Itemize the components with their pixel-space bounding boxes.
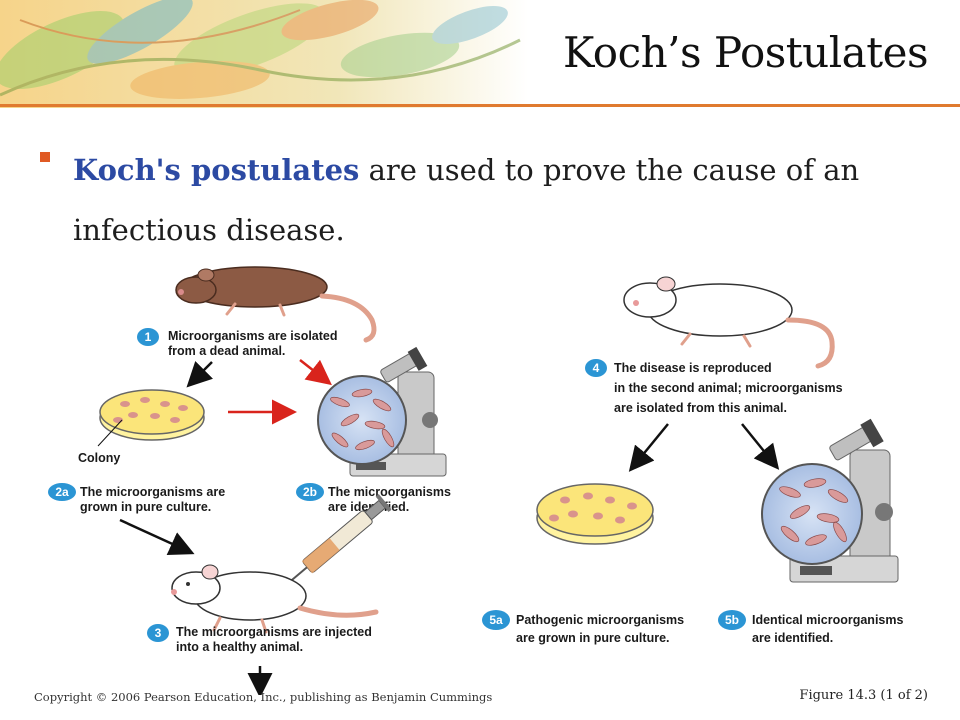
step-5b-line-2: are identified. [752,631,833,645]
header-banner [0,0,960,108]
step-2a-line-2: grown in pure culture. [80,500,211,514]
bullet-text: Koch's postulates are used to prove the … [73,140,930,260]
step-5b-line-1: Identical microorganisms [752,613,903,627]
petri-dish-icon [99,389,205,441]
mouse-dead-icon [175,266,377,343]
step-5b: 5b Identical microorganisms are identifi… [718,610,903,645]
colony-pointer [97,419,123,447]
step-1-line-1: Microorganisms are isolated [168,329,338,343]
step-4-line-2: in the second animal; microorganisms [614,381,843,395]
bullet-term: Koch's postulates [73,153,360,187]
step-4-badge: 4 [593,361,600,375]
step-5b-badge: 5b [725,613,739,627]
step-5a: 5a Pathogenic microorganisms are grown i… [482,610,684,645]
step-5a-badge: 5a [489,613,503,627]
title-divider [0,104,960,107]
syringe-icon [281,494,392,589]
kochs-postulates-figure: 1 Microorganisms are isolated from a dea… [0,255,960,695]
step-5a-line-1: Pathogenic microorganisms [516,613,684,627]
step-3: 3 The microorganisms are injected into a… [147,624,372,654]
step-4: 4 The disease is reproduced in the secon… [585,359,843,415]
step-2b: 2b The microorganisms are identified. [296,483,451,514]
arrow-to-culture-2 [628,423,669,472]
step-3-badge: 3 [155,626,162,640]
step-1-badge: 1 [145,330,152,344]
step-2a-line-1: The microorganisms are [80,485,225,499]
step-5a-line-2: are grown in pure culture. [516,631,670,645]
copyright-footer: Copyright © 2006 Pearson Education, Inc.… [34,690,493,704]
step-1: 1 Microorganisms are isolated from a dea… [137,328,338,358]
mouse-sick-icon [623,276,835,369]
arrow-to-microscope-2 [741,423,780,470]
bullet-rest: are used to prove the cause of an infect… [73,153,860,247]
step-3-line-2: into a healthy animal. [176,640,303,654]
mouse-healthy-icon [171,564,379,634]
step-4-line-3: are isolated from this animal. [614,401,787,415]
microscope-icon [761,418,899,583]
arrow-to-microscope-red [299,359,332,386]
petri-dish-icon [536,483,654,545]
bullet-square-icon [40,152,50,162]
step-2b-badge: 2b [303,485,317,499]
microscope-icon [317,346,447,477]
colony-label: Colony [78,451,120,465]
bullet-item: Koch's postulates are used to prove the … [40,140,930,260]
arrow-to-culture [186,361,213,388]
step-1-line-2: from a dead animal. [168,344,285,358]
figure-caption: Figure 14.3 (1 of 2) [799,688,928,703]
page-title: Koch’s Postulates [563,28,928,77]
step-4-line-1: The disease is reproduced [614,361,772,375]
step-2a: 2a The microorganisms are grown in pure … [48,483,225,514]
step-3-line-1: The microorganisms are injected [176,625,372,639]
arrow-to-healthy-mouse [119,518,195,556]
step-2b-line-1: The microorganisms [328,485,451,499]
step-2a-badge: 2a [55,485,69,499]
